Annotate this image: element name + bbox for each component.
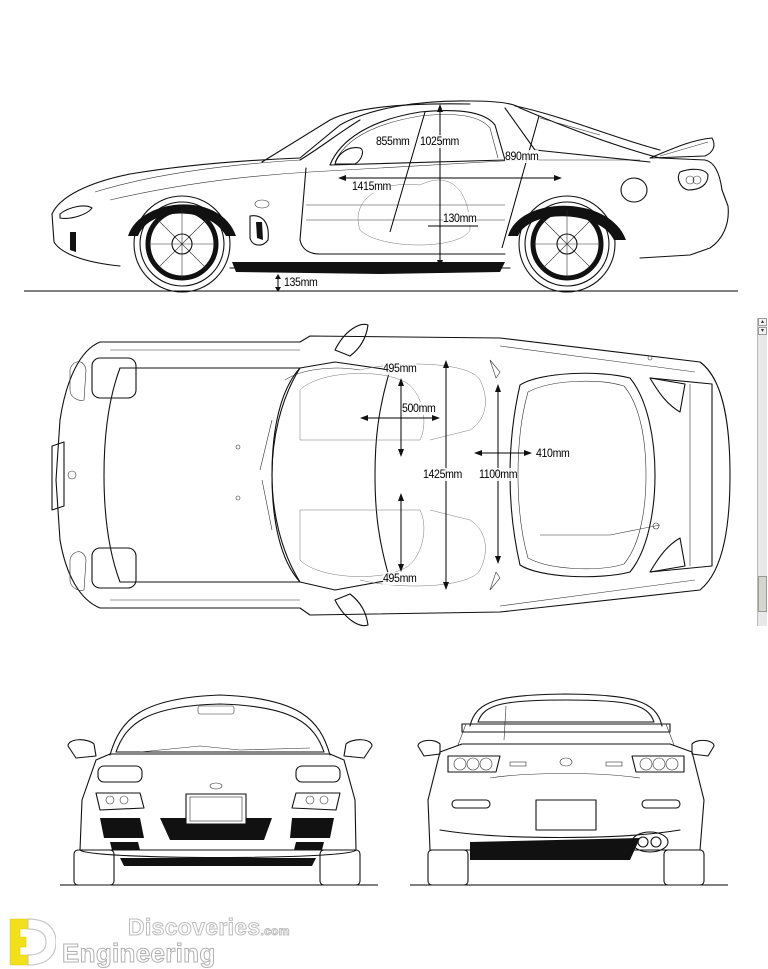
dim-seat-gap: 130mm bbox=[443, 211, 477, 225]
rear-view-drawing bbox=[410, 693, 728, 886]
dim-seat-depth: 500mm bbox=[402, 401, 436, 415]
scroll-thumb[interactable] bbox=[758, 576, 767, 612]
dim-cabin-width: 1425mm bbox=[423, 467, 462, 481]
top-view-drawing bbox=[51, 323, 731, 627]
brand-top-text: Discoveries bbox=[127, 914, 261, 941]
side-view-drawing bbox=[24, 100, 738, 293]
scrollbar[interactable]: ▴ ▾ bbox=[757, 318, 767, 626]
dim-ground-clearance: 135mm bbox=[284, 275, 318, 289]
dim-seat-width-bottom: 495mm bbox=[383, 571, 417, 585]
dim-seat-diagonal: 855mm bbox=[376, 134, 410, 148]
dim-rear-width: 1100mm bbox=[479, 467, 518, 481]
scroll-up-button[interactable]: ▴ bbox=[758, 318, 767, 326]
watermark-logo: Discoveries.com Engineering bbox=[0, 898, 300, 969]
rear-view bbox=[410, 680, 730, 890]
watermark-discoveries: Discoveries.com bbox=[127, 914, 290, 941]
dim-headroom: 1025mm bbox=[420, 134, 459, 148]
dim-seat-width-top: 495mm bbox=[383, 361, 417, 375]
dim-cargo-depth: 410mm bbox=[536, 446, 570, 460]
dim-cabin-length: 1415mm bbox=[352, 179, 391, 193]
brand-suffix-text: .com bbox=[260, 924, 290, 939]
top-view: 495mm 500mm 1425mm 1100mm 410mm 495mm bbox=[0, 318, 750, 630]
dim-rear-diagonal: 890mm bbox=[505, 149, 539, 163]
watermark-engineering: Engineering bbox=[62, 938, 216, 969]
front-view-drawing bbox=[60, 694, 378, 886]
front-view bbox=[60, 680, 380, 890]
scroll-down-button[interactable]: ▾ bbox=[758, 327, 767, 335]
side-view: 855mm 1025mm 890mm 1415mm 130mm 135mm bbox=[0, 90, 768, 300]
ed-logo-icon bbox=[9, 918, 56, 966]
